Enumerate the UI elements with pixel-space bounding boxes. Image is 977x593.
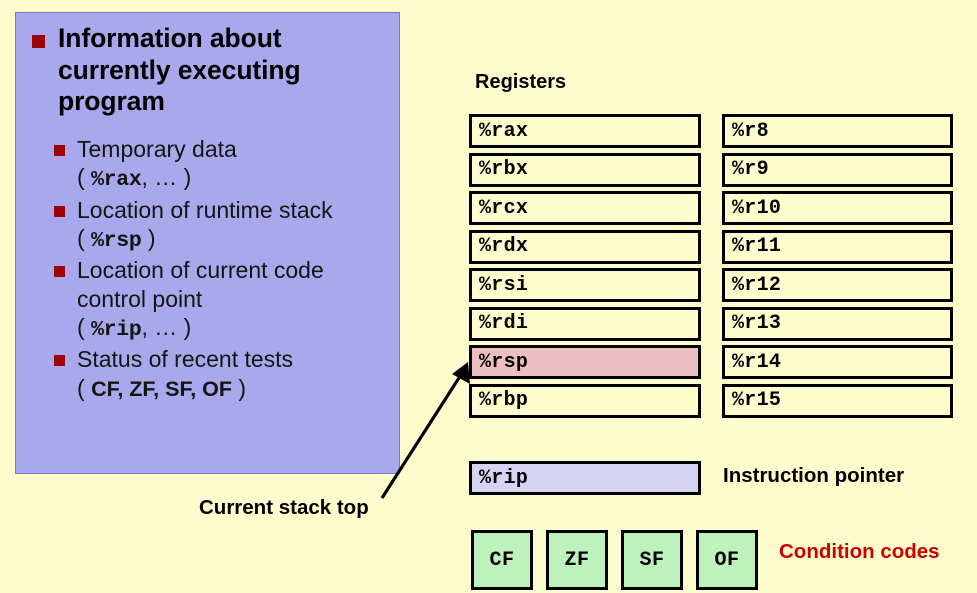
register-column-right: %r8 %r9 %r10 %r11 %r12 %r13 %r14 %r15 xyxy=(722,114,953,422)
register-label: %rcx xyxy=(479,196,529,220)
flag-box-cf[interactable]: CF xyxy=(471,530,533,590)
register-box[interactable]: %r15 xyxy=(722,383,953,418)
condition-codes-label: Condition codes xyxy=(779,540,940,563)
instruction-pointer-label: Instruction pointer xyxy=(723,464,905,487)
register-box[interactable]: %rdi xyxy=(469,306,701,341)
register-label: %r12 xyxy=(732,273,782,297)
register-box[interactable]: %rsi xyxy=(469,268,701,302)
register-box[interactable]: %rcx xyxy=(469,191,701,225)
register-label: %r13 xyxy=(732,312,782,335)
paren-close: , … ) xyxy=(141,314,192,340)
register-box[interactable]: %r14 xyxy=(722,345,953,379)
sub-bullet-line1: Status of recent tests xyxy=(77,346,294,373)
sub-bullet-status-flags: Status of recent tests( CF, ZF, SF, OF ) xyxy=(54,345,394,402)
flag-label: CF xyxy=(489,548,515,572)
register-label: %rip xyxy=(479,466,529,490)
paren-open: ( xyxy=(77,314,92,340)
register-mnemonic: %rsp xyxy=(91,229,142,253)
paren-close: ) xyxy=(232,374,247,401)
sub-bullet-temporary-data: Temporary data( %rax, … ) xyxy=(54,135,394,194)
register-box[interactable]: %rbx xyxy=(469,152,701,187)
current-stack-top-label: Current stack top xyxy=(199,496,369,519)
bullet-square-icon xyxy=(32,35,45,48)
sub-bullet-text: Location of current code control point( … xyxy=(77,256,394,343)
register-box[interactable]: %rbp xyxy=(469,383,701,418)
sub-bullet-line1: Location of current code control point xyxy=(77,257,324,312)
sub-bullet-text: Temporary data( %rax, … ) xyxy=(77,135,237,194)
paren-open: ( xyxy=(77,374,92,401)
flag-label: ZF xyxy=(564,548,590,572)
registers-heading: Registers xyxy=(475,71,567,93)
register-label: %r9 xyxy=(732,158,769,181)
bullet-square-icon xyxy=(54,205,65,217)
sub-bullet-runtime-stack: Location of runtime stack( %rsp ) xyxy=(54,196,394,255)
paren-close: , … ) xyxy=(141,164,192,191)
register-box-highlighted[interactable]: %rsp xyxy=(469,345,701,379)
register-label: %r14 xyxy=(732,350,782,374)
instruction-pointer-box[interactable]: %rip xyxy=(469,461,701,495)
register-label: %r10 xyxy=(732,196,782,220)
flag-box-of[interactable]: OF xyxy=(696,530,758,590)
flag-box-sf[interactable]: SF xyxy=(621,530,683,590)
register-label: %rbp xyxy=(479,389,529,412)
register-box[interactable]: %r12 xyxy=(722,268,953,302)
register-label: %rsi xyxy=(479,273,529,297)
register-label: %r11 xyxy=(732,235,782,258)
bullet-square-icon xyxy=(54,266,65,278)
info-panel: Information about currently executing pr… xyxy=(15,12,400,474)
register-column-left: %rax %rbx %rcx %rdx %rsi %rdi %rsp %rbp xyxy=(469,114,701,422)
register-label: %rdi xyxy=(479,312,529,335)
flag-label: SF xyxy=(639,548,665,572)
register-label: %rbx xyxy=(479,158,529,181)
condition-code-row: CF ZF SF OF xyxy=(471,530,758,590)
register-box[interactable]: %rdx xyxy=(469,229,701,264)
register-label: %rax xyxy=(479,119,529,143)
register-box[interactable]: %r13 xyxy=(722,306,953,341)
sub-bullet-code-control-point: Location of current code control point( … xyxy=(54,256,394,343)
flag-label: OF xyxy=(714,548,740,572)
sub-bullet-list: Temporary data( %rax, … ) Location of ru… xyxy=(54,135,394,404)
register-box[interactable]: %r10 xyxy=(722,191,953,225)
register-label: %r15 xyxy=(732,389,782,412)
register-box[interactable]: %rax xyxy=(469,114,701,148)
paren-close: ) xyxy=(141,225,156,251)
sub-bullet-line1: Temporary data xyxy=(77,136,237,162)
bullet-square-icon xyxy=(54,355,65,367)
register-label: %r8 xyxy=(732,119,769,143)
flag-box-zf[interactable]: ZF xyxy=(546,530,608,590)
main-bullet: Information about currently executing pr… xyxy=(32,23,384,118)
sub-bullet-text: Location of runtime stack( %rsp ) xyxy=(77,196,333,255)
register-mnemonic: %rip xyxy=(91,318,142,342)
register-label: %rdx xyxy=(479,235,529,258)
paren-open: ( xyxy=(77,164,92,191)
flag-mnemonics: CF, ZF, SF, OF xyxy=(91,376,233,401)
register-box[interactable]: %r8 xyxy=(722,114,953,148)
register-box[interactable]: %r9 xyxy=(722,152,953,187)
register-box[interactable]: %r11 xyxy=(722,229,953,264)
register-mnemonic: %rax xyxy=(91,168,142,193)
paren-open: ( xyxy=(77,225,92,251)
main-bullet-text: Information about currently executing pr… xyxy=(58,23,301,117)
sub-bullet-line1: Location of runtime stack xyxy=(77,196,333,223)
sub-bullet-text: Status of recent tests( CF, ZF, SF, OF ) xyxy=(77,345,293,402)
bullet-square-icon xyxy=(54,145,65,156)
register-label: %rsp xyxy=(479,350,529,374)
